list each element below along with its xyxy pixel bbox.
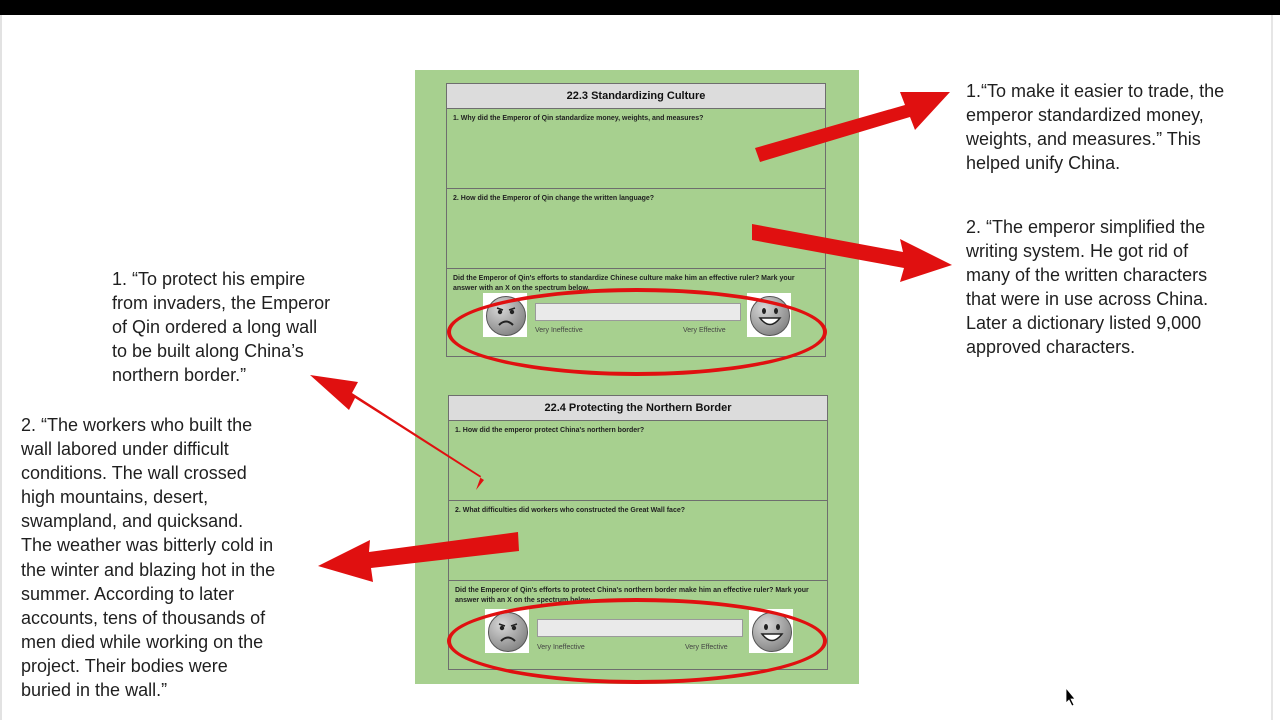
mouse-cursor-icon: [1065, 686, 1076, 707]
arrow-icon: [318, 532, 519, 582]
note-standardized-money: 1.“To make it easier to trade, the emper…: [966, 81, 1225, 174]
right-frame-edge: [1271, 15, 1273, 720]
note-wall-workers: 2. “The workers who built the wall labor…: [21, 415, 276, 701]
highlight-ellipse-1: [447, 288, 827, 376]
section-title: 22.3 Standardizing Culture: [447, 84, 825, 109]
section-title: 22.4 Protecting the Northern Border: [449, 396, 827, 421]
question-1: 1. Why did the Emperor of Qin standardiz…: [447, 109, 825, 189]
arrow-icon: [755, 92, 950, 162]
note-great-wall-purpose: 1. “To protect his empire from invaders,…: [112, 269, 331, 386]
highlight-ellipse-2: [447, 598, 827, 684]
question-1: 1. How did the emperor protect China's n…: [449, 421, 827, 501]
question-2: 2. What difficulties did workers who con…: [449, 501, 827, 581]
left-frame-edge: [0, 15, 2, 720]
worksheet-image: 22.3 Standardizing Culture 1. Why did th…: [415, 70, 859, 684]
arrow-icon: [752, 224, 952, 282]
arrow-icon: [310, 375, 484, 490]
rating-prompt: Did the Emperor of Qin's efforts to prot…: [455, 587, 809, 604]
rating-prompt: Did the Emperor of Qin's efforts to stan…: [453, 275, 795, 292]
note-writing-system: 2. “The emperor simplified the writing s…: [966, 217, 1209, 358]
top-black-bar: [0, 0, 1280, 15]
question-2: 2. How did the Emperor of Qin change the…: [447, 189, 825, 269]
